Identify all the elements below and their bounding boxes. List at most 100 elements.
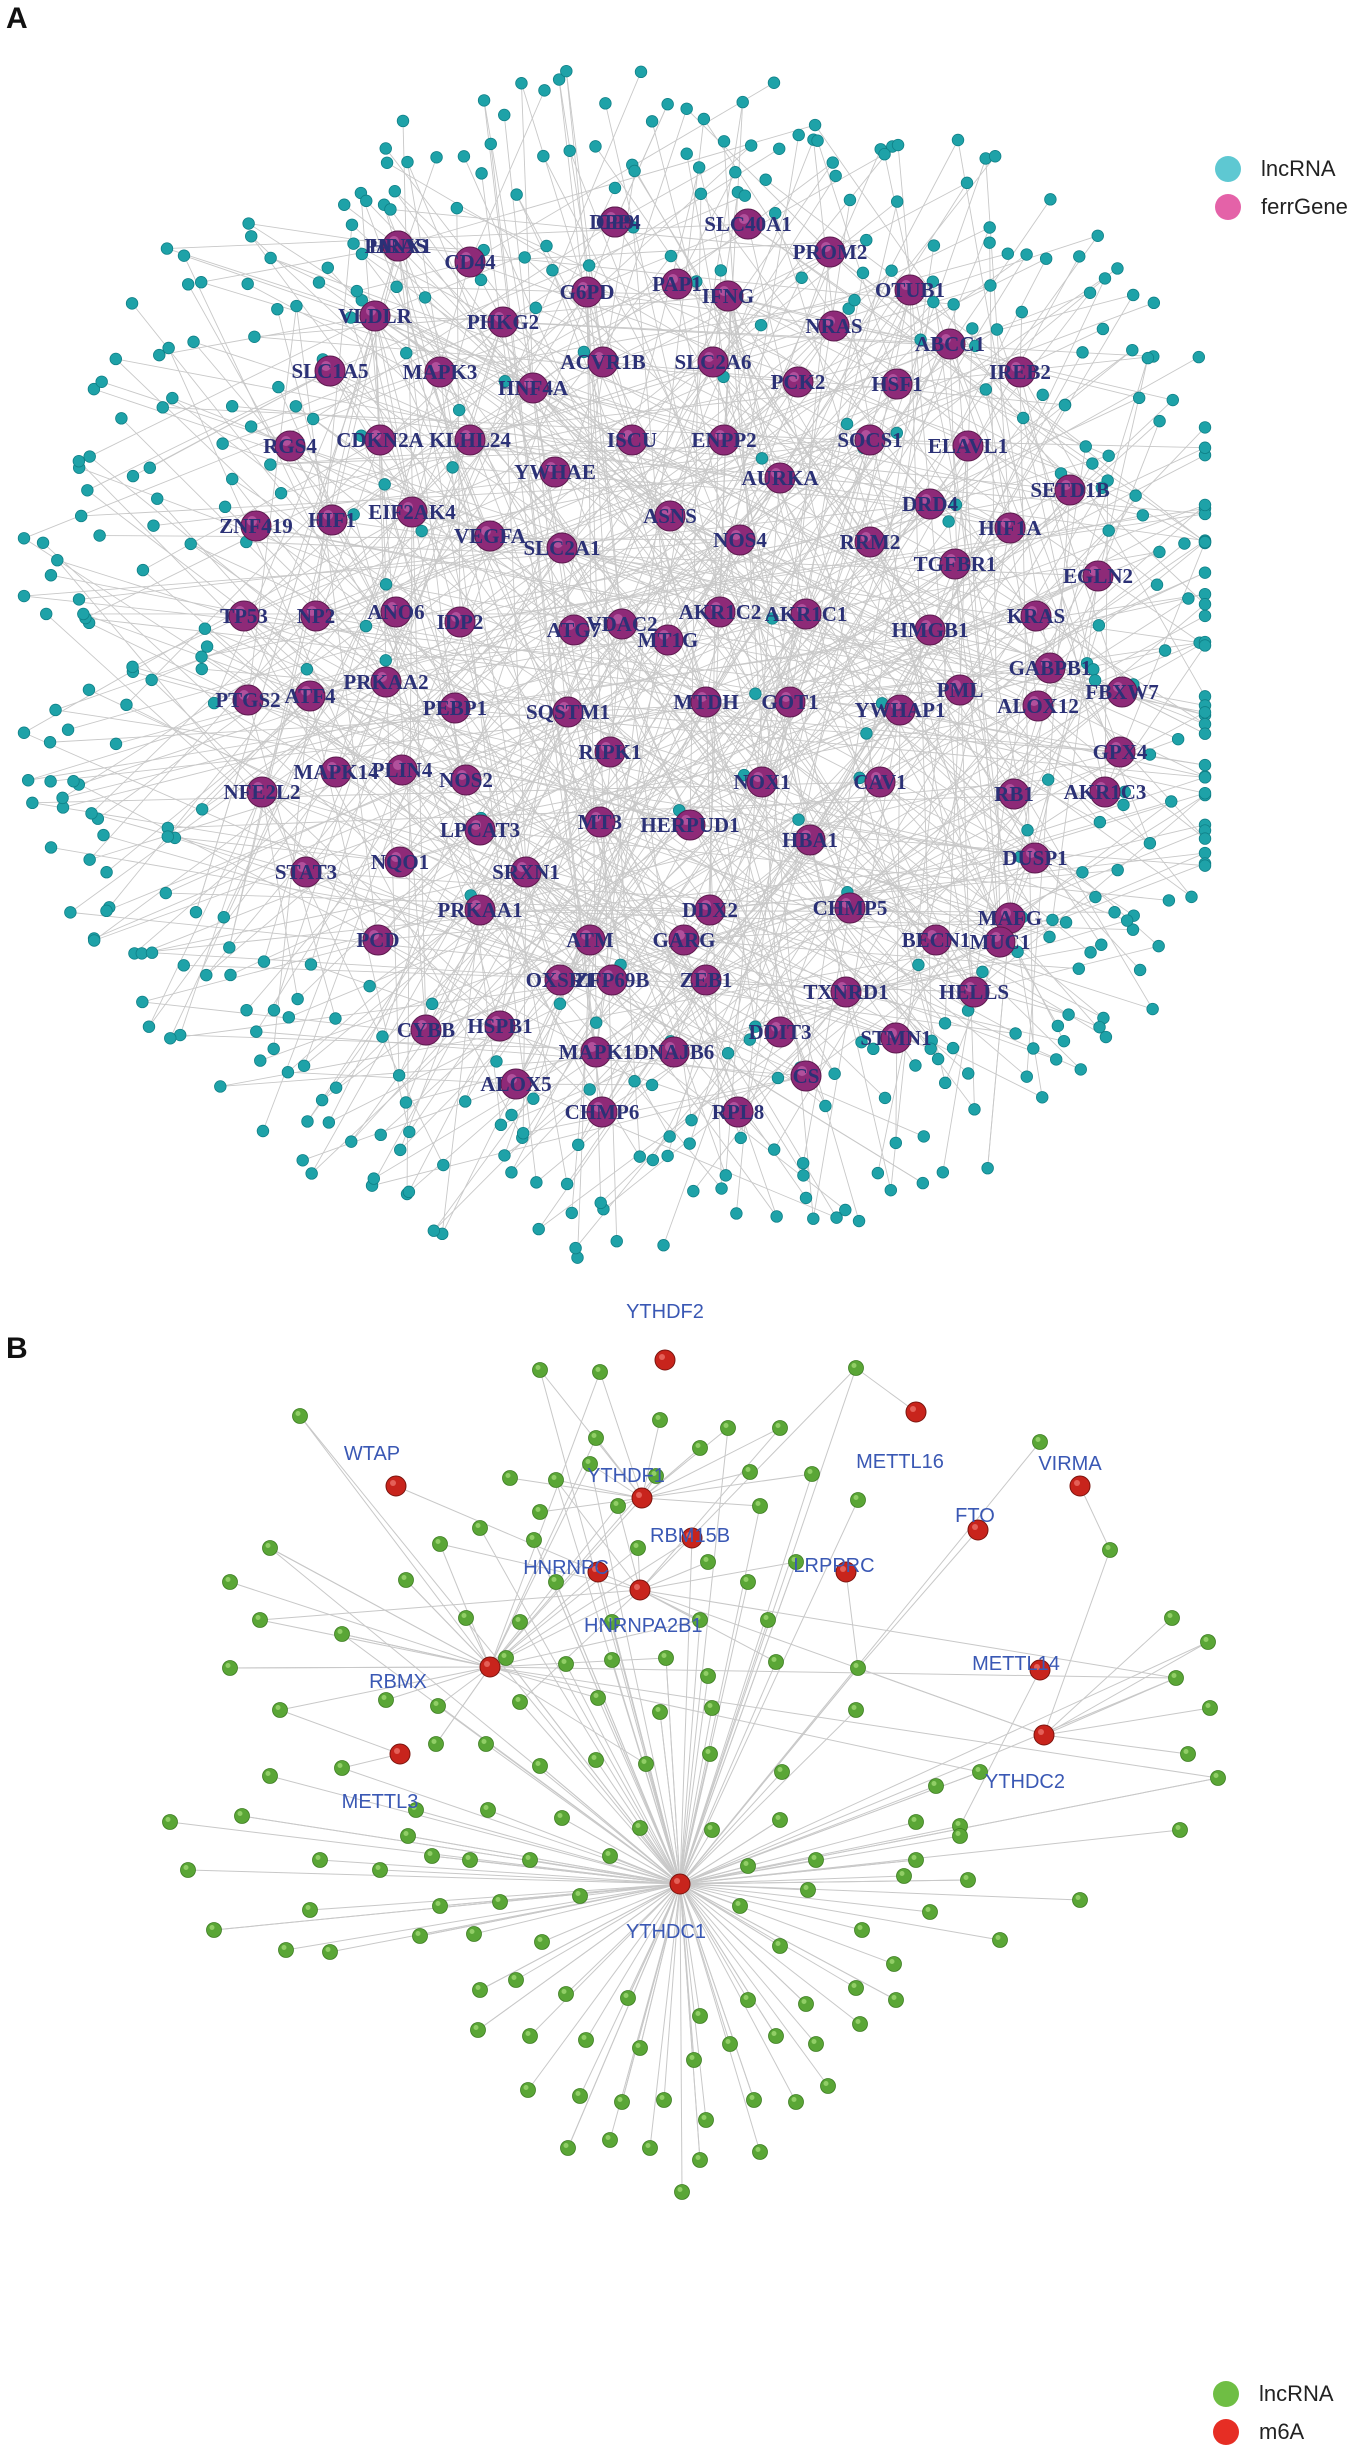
gene-label: ATM xyxy=(566,928,614,952)
gene-label: HIF1A xyxy=(979,516,1043,540)
lncrna-node xyxy=(399,1573,414,1588)
gene-label: SLC1A5 xyxy=(291,359,368,383)
gene-label: PLIN4 xyxy=(372,758,433,782)
lncrna-node xyxy=(855,1923,870,1938)
lncrna-node xyxy=(675,2185,690,2200)
lncrna-node-highlight xyxy=(596,1367,601,1372)
lncrna-node xyxy=(739,190,751,202)
lncrna-node xyxy=(45,842,57,854)
network-edge xyxy=(1044,1735,1188,1754)
lncrna-node xyxy=(249,331,261,343)
lncrna-node xyxy=(1199,772,1211,784)
lncrna-node xyxy=(861,728,873,740)
lncrna-node xyxy=(538,150,550,162)
lncrna-node-highlight xyxy=(792,2097,797,2102)
lncrna-node xyxy=(1058,1035,1070,1047)
lncrna-node xyxy=(345,1136,357,1148)
lncrna-node-highlight xyxy=(238,1811,243,1816)
lncrna-node xyxy=(611,1499,626,1514)
lncrna-node xyxy=(1199,422,1211,434)
gene-label: STAT3 xyxy=(275,860,337,884)
network-edge xyxy=(521,83,533,388)
lncrna-node xyxy=(245,421,257,433)
lncrna-node xyxy=(693,1441,708,1456)
lncrna-node xyxy=(591,1691,606,1706)
lncrna-node xyxy=(1002,248,1014,260)
lncrna-node xyxy=(523,1853,538,1868)
network-edge xyxy=(580,1884,680,2096)
lncrna-node-highlight xyxy=(376,1865,381,1870)
network-edge xyxy=(280,1710,400,1754)
lncrna-node xyxy=(426,998,438,1010)
lncrna-node xyxy=(769,1655,784,1670)
lncrna-node xyxy=(519,252,531,264)
network-edge xyxy=(1044,1550,1110,1735)
lncrna-node xyxy=(1036,1091,1048,1103)
lncrna-node xyxy=(533,1759,548,1774)
lncrna-node-highlight xyxy=(316,1855,321,1860)
lncrna-node xyxy=(1134,964,1146,976)
lncrna-node-highlight xyxy=(1172,1673,1177,1678)
gene-label: HRAS xyxy=(369,234,427,258)
lncrna-node xyxy=(513,1695,528,1710)
lncrna-node-highlight xyxy=(696,1443,701,1448)
lncrna-node xyxy=(301,663,313,675)
lncrna-node xyxy=(1199,610,1211,622)
lncrna-node xyxy=(110,738,122,750)
lncrna-node xyxy=(292,993,304,1005)
lncrna-node xyxy=(887,1957,902,1972)
gene-label: HELLS xyxy=(939,980,1009,1004)
lncrna-node xyxy=(250,1026,262,1038)
lncrna-node-highlight xyxy=(772,2031,777,2036)
gene-label: PEBP1 xyxy=(423,696,487,720)
lncrna-node xyxy=(721,1421,736,1436)
lncrna-node xyxy=(62,724,74,736)
lncrna-node xyxy=(485,138,497,150)
gene-label: ASNS xyxy=(643,504,697,528)
lncrna-node xyxy=(368,1173,380,1185)
lncrna-node xyxy=(479,1737,494,1752)
lncrna-node xyxy=(768,1144,780,1156)
network-edge xyxy=(434,782,762,1231)
lncrna-node xyxy=(701,1555,716,1570)
m6a-node xyxy=(655,1350,675,1370)
lncrna-node xyxy=(932,1053,944,1065)
lncrna-node xyxy=(182,279,194,291)
lncrna-node xyxy=(1165,1611,1180,1626)
network-edge xyxy=(490,1667,598,1698)
lncrna-node xyxy=(939,1077,951,1089)
lncrna-node xyxy=(579,2033,594,2048)
lncrna-node xyxy=(631,1541,646,1556)
lncrna-node xyxy=(45,776,57,788)
lncrna-node xyxy=(853,2017,868,2032)
gene-label: AKR1C3 xyxy=(1064,780,1147,804)
gene-label: RRM2 xyxy=(840,530,901,554)
lncrna-node xyxy=(495,1119,507,1131)
m6a-label: FTO xyxy=(955,1505,995,1527)
network-edge xyxy=(596,1052,601,1203)
gene-label: SRXN1 xyxy=(492,860,560,884)
gene-label: TGFBR1 xyxy=(914,552,997,576)
lncrna-node xyxy=(148,520,160,532)
network-edge xyxy=(230,1667,490,1668)
network-edge xyxy=(680,1830,1180,1884)
lncrna-node xyxy=(94,530,106,542)
lncrna-node-highlight xyxy=(404,1831,409,1836)
lncrna-node xyxy=(741,1859,756,1874)
lncrna-node xyxy=(773,1421,788,1436)
lncrna-node xyxy=(84,854,96,866)
lncrna-node-highlight xyxy=(526,2031,531,2036)
lncrna-node-highlight xyxy=(436,1901,441,1906)
lncrna-node-highlight xyxy=(1036,1437,1041,1442)
lncrna-node xyxy=(511,189,523,201)
lncrna-node-highlight xyxy=(538,1937,543,1942)
lncrna-node xyxy=(473,1521,488,1536)
gene-label: HSPB1 xyxy=(467,1014,532,1038)
lncrna-node xyxy=(705,1701,720,1716)
lncrna-node xyxy=(101,866,113,878)
lncrna-node xyxy=(146,947,158,959)
lncrna-node xyxy=(731,1208,743,1220)
lncrna-node xyxy=(799,1997,814,2012)
lncrna-node xyxy=(809,1853,824,1868)
